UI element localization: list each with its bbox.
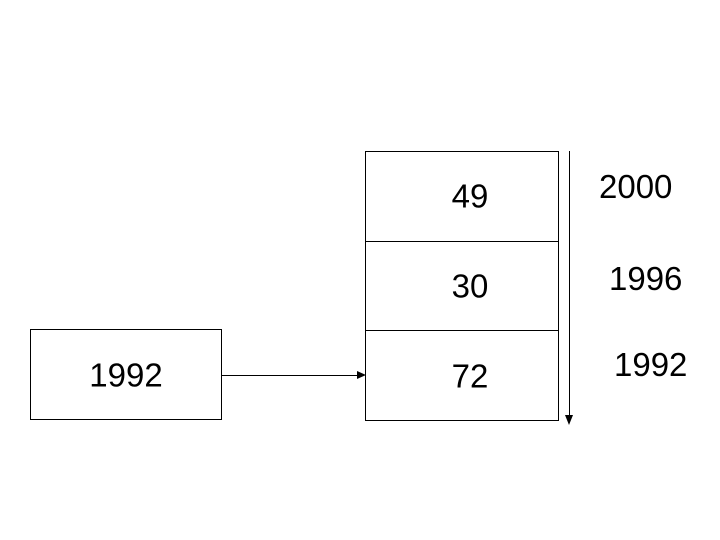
stack-cell[interactable]: 49	[366, 152, 558, 242]
source-node-label: 1992	[89, 356, 163, 393]
stack-cell-value: 72	[451, 357, 489, 395]
stack-cell[interactable]: 30	[366, 242, 558, 332]
stack-cell-value: 30	[451, 267, 489, 305]
source-node-box[interactable]: 1992	[30, 329, 222, 420]
timeline-axis-shaft	[569, 151, 570, 417]
stack-cell[interactable]: 72	[366, 331, 558, 420]
timeline-label-1996: 1996	[609, 260, 683, 297]
connector-arrow-head-icon	[357, 371, 366, 379]
connector-arrow-shaft	[222, 375, 359, 376]
stack-cell-value: 49	[451, 177, 489, 215]
connector-arrow-right	[222, 371, 366, 379]
timeline-axis-arrow-down	[565, 151, 573, 425]
timeline-label-2000: 2000	[599, 168, 673, 205]
timeline-label-1992: 1992	[614, 346, 688, 383]
timeline-axis-arrow-head-icon	[565, 415, 573, 425]
value-stack: 49 30 72	[365, 151, 559, 421]
